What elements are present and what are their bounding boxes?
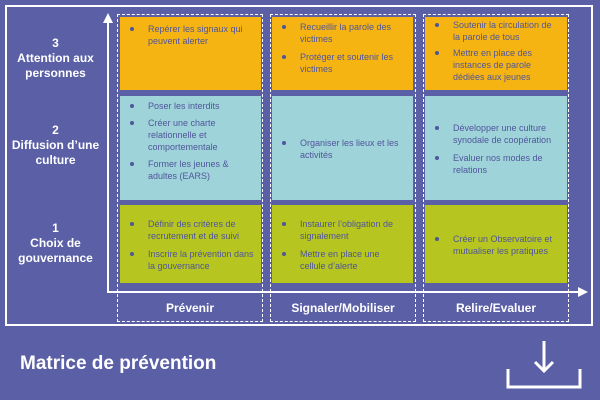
horizontal-axis	[107, 291, 579, 293]
list-item: Poser les interdits	[128, 100, 255, 112]
arrow-up-icon	[103, 13, 113, 23]
cell-attention-signaler: Recueillir la parole des victimes Protég…	[272, 17, 413, 90]
column-frame-relire	[423, 14, 569, 322]
column-label-relire: Relire/Evaluer	[455, 301, 537, 315]
list-item: Créer une charte relationnelle et compor…	[128, 117, 255, 153]
download-icon	[506, 341, 582, 389]
cell-attention-prevenir: Repérer les signaux qui peuvent alerter	[120, 17, 261, 90]
list-item: Inscrire la prévention dans la gouvernan…	[128, 248, 255, 272]
row-title: Choix de gouvernance	[18, 236, 93, 265]
cell-gouvernance-relire: Créer un Observatoire et mutualiser les …	[425, 205, 567, 283]
row-number: 3	[52, 36, 59, 50]
column-label-prevenir: Prévenir	[165, 301, 215, 315]
download-button[interactable]	[506, 339, 582, 391]
cell-gouvernance-prevenir: Définir des critères de recrutement et d…	[120, 205, 261, 283]
row-title: Attention aux personnes	[17, 51, 94, 80]
list-item: Instaurer l’obligation de signalement	[280, 218, 407, 242]
row-title: Diffusion d’une culture	[11, 138, 100, 167]
list-item: Créer un Observatoire et mutualiser les …	[433, 233, 561, 257]
column-frame-prevenir	[117, 14, 263, 322]
cell-gouvernance-signaler: Instaurer l’obligation de signalement Me…	[272, 205, 413, 283]
row-label-attention: 3 Attention aux personnes	[8, 36, 103, 81]
row-label-gouvernance: 1 Choix de gouvernance	[8, 221, 103, 266]
cell-diffusion-relire: Développer une culture synodale de coopé…	[425, 96, 567, 200]
cell-attention-relire: Soutenir la circulation de la parole de …	[425, 17, 567, 90]
cell-diffusion-prevenir: Poser les interdits Créer une charte rel…	[120, 96, 261, 200]
cell-diffusion-signaler: Organiser les lieux et les activités	[272, 96, 413, 200]
list-item: Mettre en place une cellule d’alerte	[280, 248, 407, 272]
column-label-signaler: Signaler/Mobiliser	[291, 301, 395, 315]
list-item: Soutenir la circulation de la parole de …	[433, 19, 561, 43]
list-item: Développer une culture synodale de coopé…	[433, 122, 561, 146]
list-item: Recueillir la parole des victimes	[280, 21, 407, 45]
list-item: Repérer les signaux qui peuvent alerter	[128, 23, 255, 47]
row-number: 1	[52, 221, 59, 235]
list-item: Evaluer nos modes de relations	[433, 152, 561, 176]
list-item: Protéger et soutenir les victimes	[280, 51, 407, 75]
matrix-frame	[5, 5, 593, 326]
row-label-diffusion: 2 Diffusion d’une culture	[8, 123, 103, 168]
arrow-right-icon	[578, 287, 588, 297]
page-title: Matrice de prévention	[20, 353, 217, 374]
list-item: Former les jeunes & adultes (EARS)	[128, 158, 255, 182]
row-number: 2	[52, 123, 59, 137]
list-item: Définir des critères de recrutement et d…	[128, 218, 255, 242]
list-item: Mettre en place des instances de parole …	[433, 47, 561, 83]
list-item: Organiser les lieux et les activités	[280, 137, 407, 161]
column-frame-signaler	[270, 14, 416, 322]
vertical-axis	[107, 22, 109, 293]
